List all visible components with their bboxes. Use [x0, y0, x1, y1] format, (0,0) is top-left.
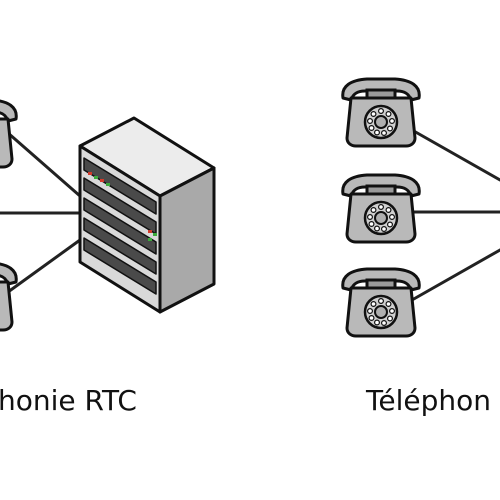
- left-line-bottom: [6, 238, 82, 294]
- server-rack-icon: [78, 116, 216, 314]
- right-phone-middle-icon: [341, 173, 421, 244]
- left-connections: [0, 131, 82, 294]
- left-line-top: [6, 131, 82, 198]
- caption-left: honie RTC: [0, 384, 137, 417]
- caption-right: Téléphon: [366, 384, 491, 417]
- left-phone-bottom-icon: [0, 261, 18, 332]
- right-line-bottom: [410, 248, 500, 302]
- left-phone-top-icon: [0, 98, 18, 169]
- right-phone-top-icon: [341, 77, 421, 148]
- right-line-top: [410, 128, 500, 182]
- right-connections: [410, 128, 500, 302]
- right-phone-bottom-icon: [341, 267, 421, 338]
